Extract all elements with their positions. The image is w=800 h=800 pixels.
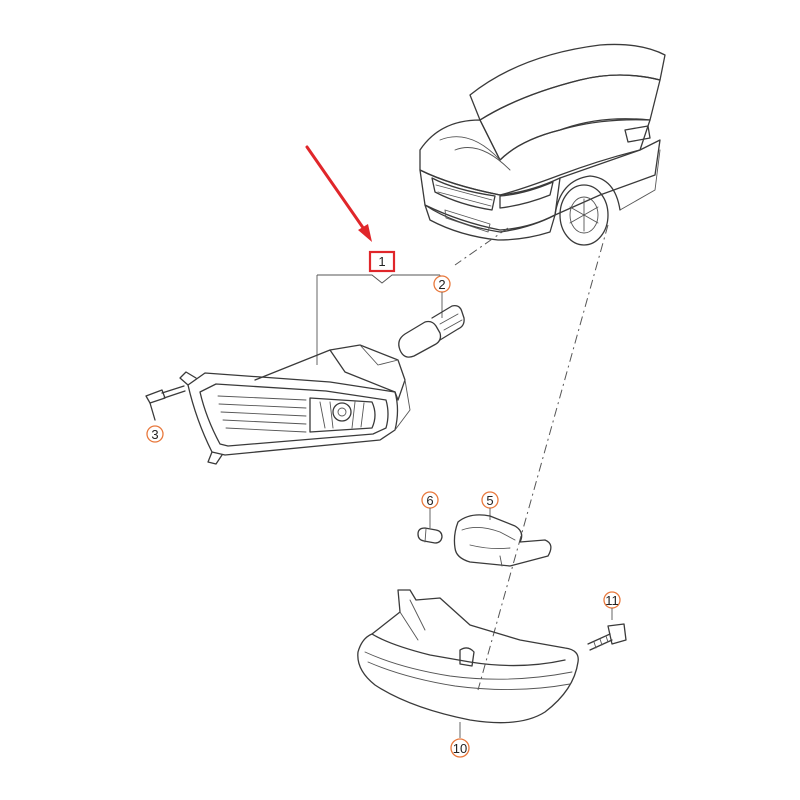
leader-line-fog-light [454,227,509,266]
callout-1-label: 1 [378,254,385,269]
callout-3-circle [146,425,164,443]
assembly-bracket [317,274,440,284]
side-marker-lamp [357,589,579,724]
callout-3-label: 3 [151,427,158,442]
bulb-socket-icon [453,514,552,567]
highlight-box [368,250,396,273]
red-arrow-icon [305,145,372,242]
callout-2-label: 2 [438,277,445,292]
fog-light-housing [179,344,411,465]
callout-11-label: 11 [605,593,619,608]
leader-line-side-marker [477,224,609,691]
callout-6-label: 6 [426,493,433,508]
wedge-bulb-icon [417,527,443,544]
bulb-h8-icon [398,304,465,358]
callout-10-circle [450,738,470,758]
callout-5-label: 5 [486,493,493,508]
callout-10-label: 10 [453,741,467,756]
car-front-icon [419,43,666,246]
screw-3-icon [145,385,186,421]
screw-11-icon [587,623,627,651]
